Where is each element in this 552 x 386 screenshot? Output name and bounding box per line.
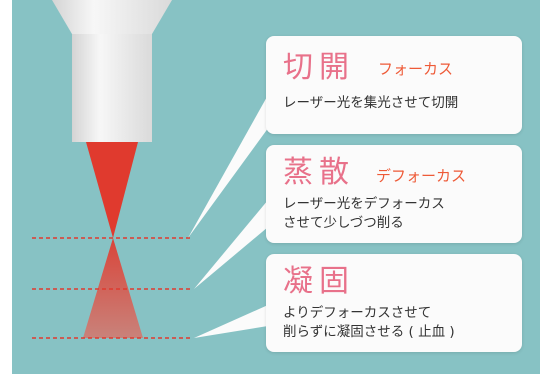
callout-pointer-3 [194,305,274,338]
focus-subtitle: フォーカス [378,60,454,78]
coagulation-description-line-2: 削らずに凝固させる ( 止血 ) [283,324,455,340]
diagram-canvas: 切開 フォーカス レーザー光を集光させて切開 蒸散 デフォーカス レーザー光をデ… [12,0,540,374]
coagulation-description-line-1: よりデフォーカスさせて [283,305,432,321]
focus-title: 切開 [283,50,355,85]
laser-illustration [32,0,274,339]
focus-description: レーザー光を集光させて切開 [283,94,458,113]
laser-handpiece-icon [52,0,172,142]
coagulation-title: 凝固 [283,264,355,299]
defocus-card: 蒸散 デフォーカス レーザー光をデフォーカス させて少しづつ削る [266,145,522,243]
defocus-subtitle: デフォーカス [376,167,467,185]
defocus-title: 蒸散 [283,155,355,190]
coagulation-description: よりデフォーカスさせて 削らずに凝固させる ( 止血 ) [283,304,455,342]
coagulation-card: 凝固 よりデフォーカスさせて 削らずに凝固させる ( 止血 ) [266,254,522,352]
defocus-description-line-2: させて少しづつ削る [283,215,404,231]
laser-beam-icon [83,142,143,338]
defocus-description-line-1: レーザー光をデフォーカス [283,196,445,212]
callout-pointer-1 [188,95,274,238]
callout-pointer-2 [194,200,274,289]
defocus-description: レーザー光をデフォーカス させて少しづつ削る [283,195,445,233]
focus-card: 切開 フォーカス レーザー光を集光させて切開 [266,36,522,134]
focus-description-line-1: レーザー光を集光させて切開 [283,95,459,111]
